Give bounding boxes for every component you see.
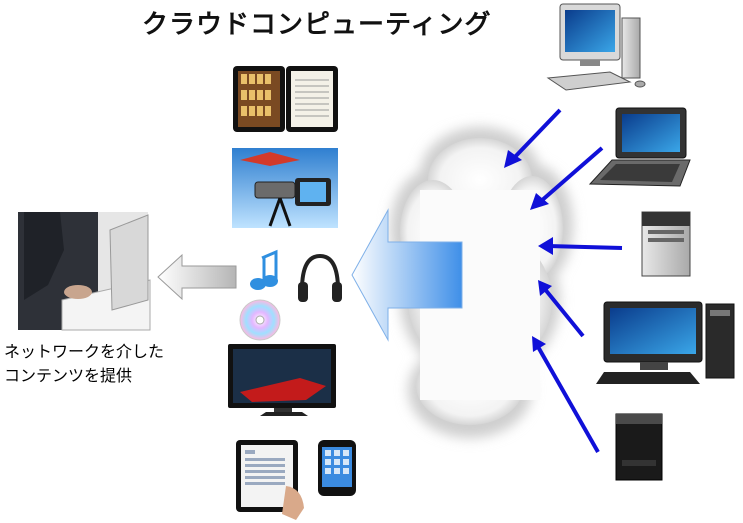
upload-arrows — [504, 108, 623, 453]
caption-line-2: コンテンツを提供 — [4, 366, 133, 385]
gray-arrow-left — [157, 253, 237, 301]
ebook-tablet-icon — [233, 66, 338, 132]
camera-plane-icon — [232, 148, 338, 228]
smartphone-icon — [318, 440, 356, 496]
desktop-pc-icon — [546, 3, 646, 91]
music-note-icon — [250, 249, 278, 290]
laptop-icon — [588, 107, 691, 187]
big-arrow-left — [351, 208, 463, 342]
diagram-title: クラウドコンピューティング — [142, 10, 492, 40]
cd-disc-icon — [239, 299, 281, 341]
tablet-hand-icon — [236, 440, 304, 520]
workstation-pc-icon — [596, 301, 735, 384]
small-server-icon — [615, 413, 663, 481]
caption-line-1: ネットワークを介した — [4, 342, 165, 361]
user-laptop-icon — [18, 212, 151, 331]
diagram-caption: ネットワークを介した コンテンツを提供 — [4, 340, 204, 388]
tower-pc-icon — [641, 211, 691, 277]
headphones-icon — [298, 253, 342, 302]
tv-racing-icon — [228, 344, 336, 416]
